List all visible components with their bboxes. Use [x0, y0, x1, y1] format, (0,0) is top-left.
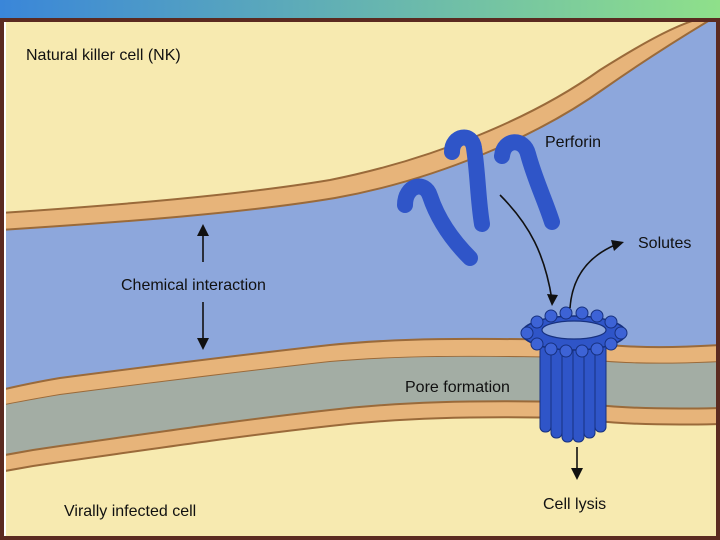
extracellular-space	[6, 22, 716, 389]
pore-channel	[541, 320, 607, 340]
perforin-insertion-arrowhead	[547, 294, 558, 306]
top-banner	[0, 0, 720, 22]
nk-cell-label: Natural killer cell (NK)	[26, 47, 181, 64]
solutes-arrowhead	[611, 240, 624, 251]
pore-formation-label: Pore formation	[405, 379, 510, 396]
cell-lysis-arrowhead	[571, 468, 583, 480]
membrane-interior-band	[6, 356, 716, 455]
perforin-label: Perforin	[545, 134, 601, 151]
page-frame	[0, 18, 720, 540]
perforin-monomer-1	[397, 178, 478, 266]
pore-rim-beads	[520, 306, 628, 358]
perforin-monomer-2	[444, 129, 490, 232]
chemical-interaction-arrowhead-down	[197, 338, 209, 350]
chemical-interaction-arrowhead-up	[197, 224, 209, 236]
perforin-insertion-arrow	[499, 194, 553, 301]
cell-lysis-label: Cell lysis	[543, 496, 606, 513]
perforin-monomer-3	[494, 134, 560, 230]
perforin-monomers	[397, 129, 560, 266]
solutes-arrow	[569, 244, 616, 309]
perforin-pore	[520, 306, 628, 443]
infected-cell-label: Virally infected cell	[64, 503, 196, 520]
nk-cell-membrane	[6, 22, 709, 231]
chemical-interaction-label: Chemical interaction	[121, 277, 266, 294]
solutes-label: Solutes	[638, 235, 691, 252]
infected-cell-inner-membrane	[6, 400, 716, 472]
